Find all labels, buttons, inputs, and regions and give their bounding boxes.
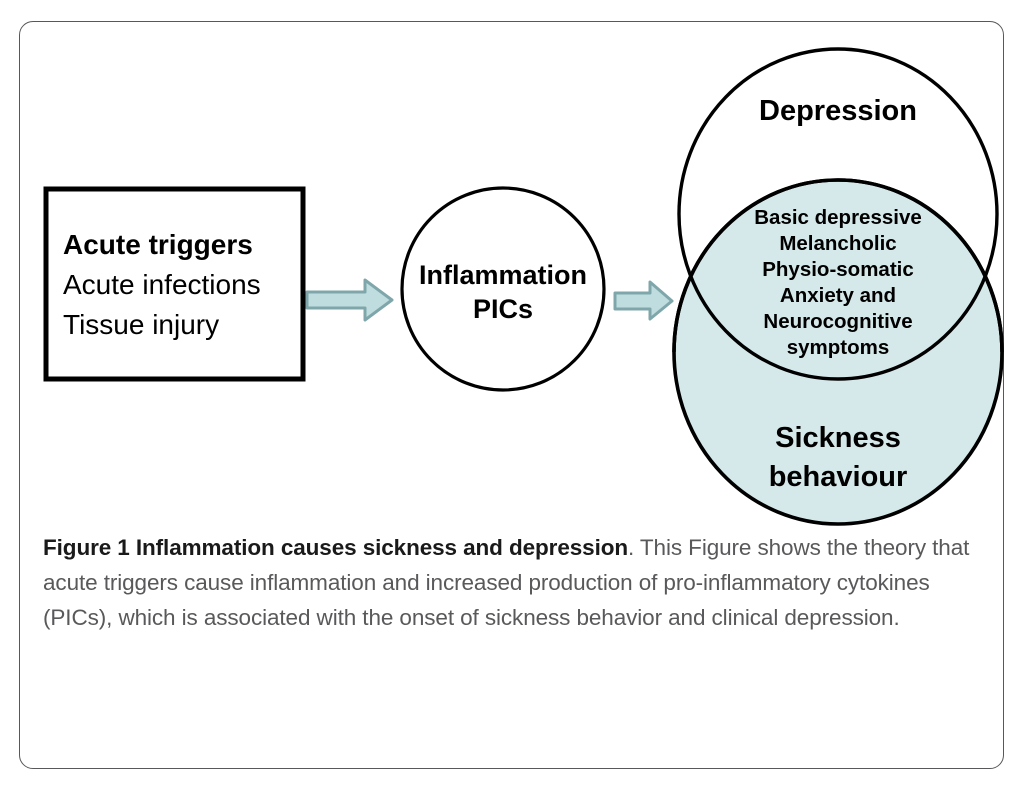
overlap-symptom-line-2: Melancholic — [779, 232, 896, 255]
overlap-symptom-line-3: Physio-somatic — [762, 258, 914, 281]
acute-triggers-title: Acute triggers — [63, 229, 253, 260]
diagram-svg: Acute triggers Acute infections Tissue i… — [43, 47, 1004, 526]
arrow-trigger-to-inflammation-icon — [305, 278, 394, 322]
figure-caption-title: Figure 1 Inflammation causes sickness an… — [43, 535, 629, 560]
acute-triggers-line1: Acute infections — [63, 269, 261, 300]
inflammation-label-line2: PICs — [473, 294, 533, 324]
overlap-symptom-line-1: Basic depressive — [754, 206, 922, 229]
figure-frame: Acute triggers Acute infections Tissue i… — [19, 21, 1004, 769]
depression-label: Depression — [759, 95, 917, 127]
sickness-label-line1: Sickness — [775, 422, 901, 454]
figure-caption-body: . This Figure shows the theory that acut… — [43, 535, 970, 630]
overlap-symptom-line-6: symptoms — [787, 336, 890, 359]
acute-triggers-line2: Tissue injury — [63, 309, 219, 340]
acute-triggers-box — [43, 186, 306, 382]
arrow-inflammation-to-outcomes-icon — [613, 280, 674, 321]
inflammation-label-line1: Inflammation — [419, 260, 587, 290]
diagram-area: Acute triggers Acute infections Tissue i… — [20, 22, 1005, 532]
sickness-top-arc-overlay — [672, 178, 1004, 353]
inflammation-circle — [400, 186, 606, 392]
figure-caption: Figure 1 Inflammation causes sickness an… — [43, 530, 988, 635]
overlap-symptom-line-5: Neurocognitive — [763, 310, 912, 333]
depression-circle — [677, 47, 999, 381]
overlap-symptoms-group: Basic depressive Melancholic Physio-soma… — [754, 206, 922, 359]
overlap-symptom-line-4: Anxiety and — [780, 284, 896, 307]
sickness-label-line2: behaviour — [769, 461, 908, 493]
